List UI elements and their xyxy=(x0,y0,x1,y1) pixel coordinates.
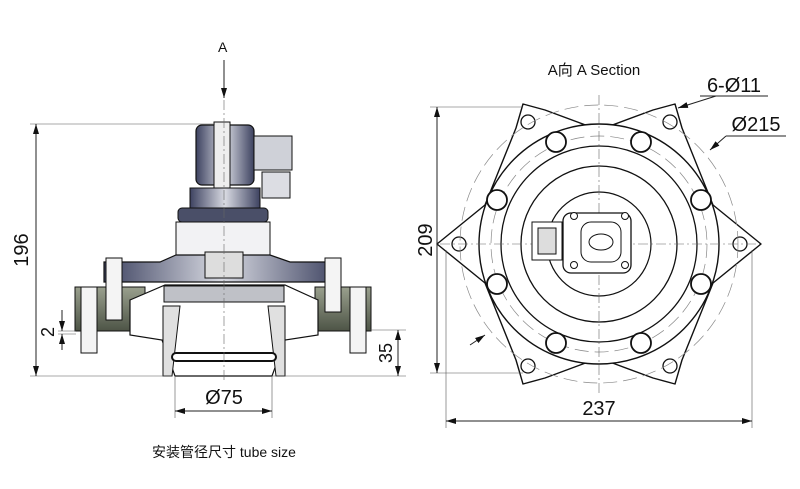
tube-size-caption: 安装管径尺寸 tube size xyxy=(152,444,296,460)
view-marker-label: A xyxy=(218,39,228,55)
cover-bolt-left xyxy=(105,257,123,321)
gap-dim-label: 2 xyxy=(38,327,58,337)
tube-dia-label: Ø75 xyxy=(205,387,243,409)
hole-dim-label: 6-Ø11 xyxy=(707,75,761,97)
side-view: A 196 xyxy=(11,39,406,460)
right-bolt xyxy=(349,286,367,354)
pilot-head xyxy=(531,212,632,274)
cover-bolt-right xyxy=(324,257,342,313)
height-dim-label: 196 xyxy=(11,233,33,266)
section-height-label: 209 xyxy=(415,223,437,256)
cover-bolts xyxy=(486,131,712,354)
mounting-holes xyxy=(451,114,748,374)
section-title: A向 A Section xyxy=(548,62,641,79)
section-width-label: 237 xyxy=(582,398,615,420)
section-view: A向 A Section xyxy=(415,62,786,428)
outlet-dim-label: 35 xyxy=(376,343,396,363)
left-bolt xyxy=(80,286,98,354)
solenoid-pilot xyxy=(175,121,293,257)
pcd-dim-label: Ø215 xyxy=(732,114,781,136)
